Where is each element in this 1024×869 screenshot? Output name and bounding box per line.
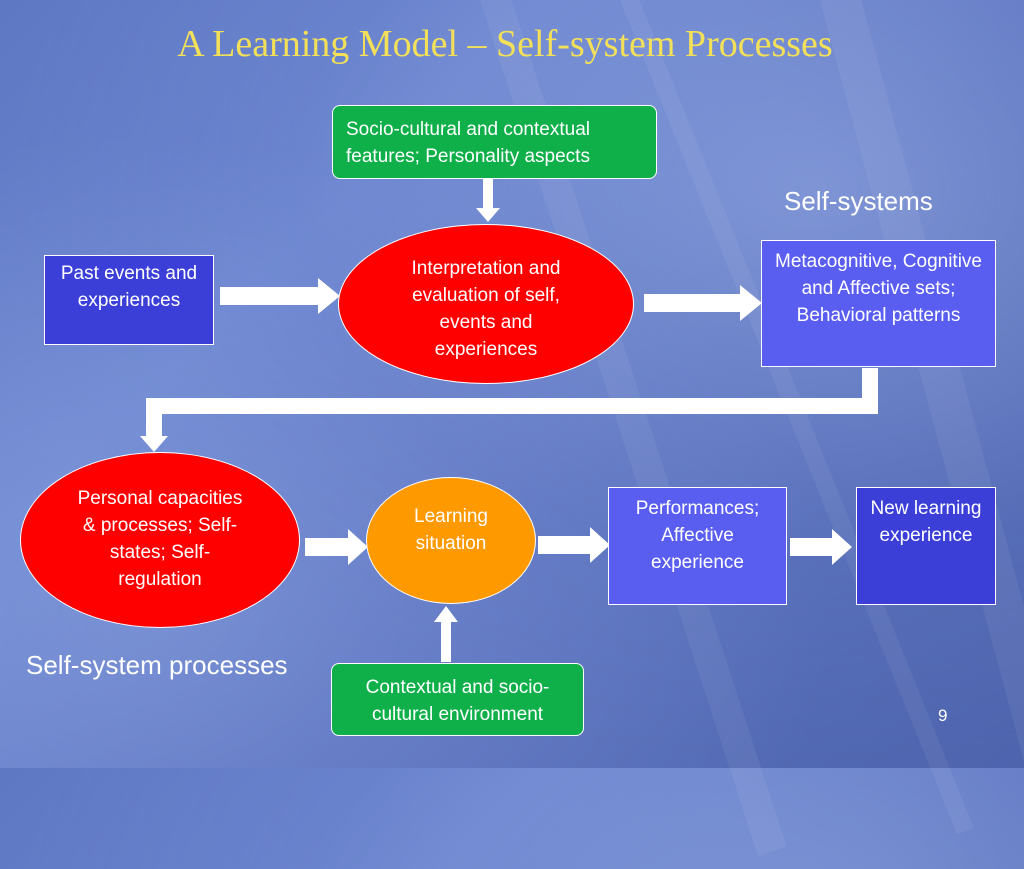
arrow-right-past-to-interpretation: [220, 278, 340, 314]
learning-situation-ellipse: Learning situation: [366, 477, 536, 604]
interpretation-ellipse: Interpretation and evaluation of self, e…: [338, 224, 634, 384]
self-system-processes-label: Self-system processes: [26, 650, 288, 680]
performances-text: Performances; Affective experience: [635, 498, 760, 573]
learning-situation-text: Learning situation: [414, 506, 488, 554]
contextual-environment-text: Contextual and socio-cultural environmen…: [365, 677, 550, 725]
new-learning-text: New learning experience: [870, 498, 982, 546]
arrow-right-performances-to-new-learning: [790, 529, 852, 565]
page-number: 9: [938, 706, 948, 725]
new-learning-box: New learning experience: [856, 487, 996, 605]
contextual-environment-box: Contextual and socio-cultural environmen…: [331, 663, 584, 736]
personal-capacities-ellipse: Personal capacities & processes; Self-st…: [20, 452, 300, 628]
socio-cultural-text: Socio-cultural and contextual features; …: [346, 119, 590, 167]
personal-capacities-text: Personal capacities & processes; Self-st…: [77, 488, 243, 590]
arrow-right-interpretation-to-metacognitive: [644, 285, 762, 321]
metacognitive-box: Metacognitive, Cognitive and Affective s…: [761, 240, 996, 367]
performances-box: Performances; Affective experience: [608, 487, 787, 605]
arrow-right-personal-to-learning: [305, 529, 368, 565]
slide-title: A Learning Model – Self-system Processes: [177, 23, 833, 65]
connector-metacognitive-to-personal: [140, 368, 878, 452]
past-events-text: Past events and experiences: [60, 263, 198, 311]
socio-cultural-box: Socio-cultural and contextual features; …: [332, 105, 657, 179]
metacognitive-text: Metacognitive, Cognitive and Affective s…: [775, 251, 982, 326]
arrow-right-learning-to-performances: [538, 527, 610, 563]
arrow-down-socio-to-interpretation: [476, 179, 500, 222]
arrows-layer: [0, 0, 1024, 768]
past-events-box: Past events and experiences: [44, 255, 214, 345]
self-systems-label: Self-systems: [784, 186, 933, 216]
interpretation-text: Interpretation and evaluation of self, e…: [411, 258, 561, 360]
arrow-up-contextual-to-learning: [434, 606, 458, 662]
